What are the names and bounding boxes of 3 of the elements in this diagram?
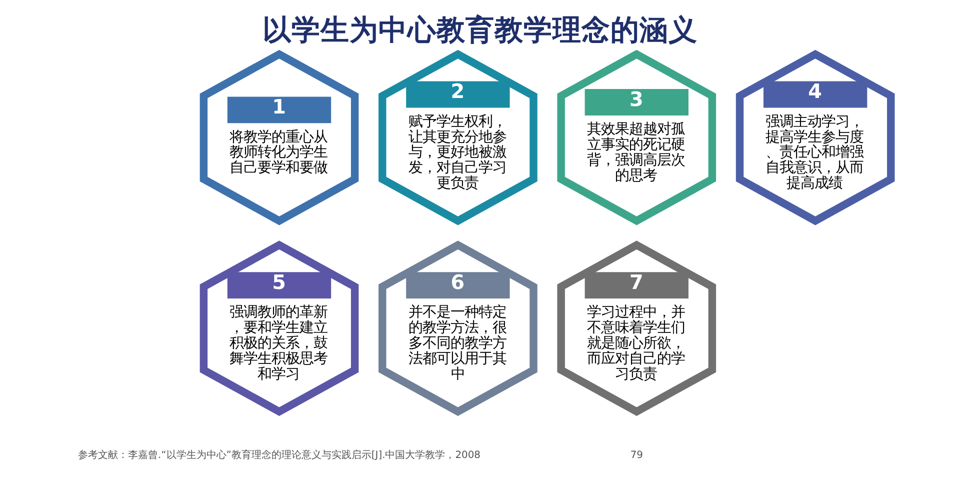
label: 参考文献：李嘉曾.“以学生为中心”教育理念的理论意义与实践启示[J].中国大学教学，2008 [78,450,480,461]
label: 79 [630,450,642,461]
diagram-title: 以学生为中心教育教学理念的涵义 [262,12,698,46]
